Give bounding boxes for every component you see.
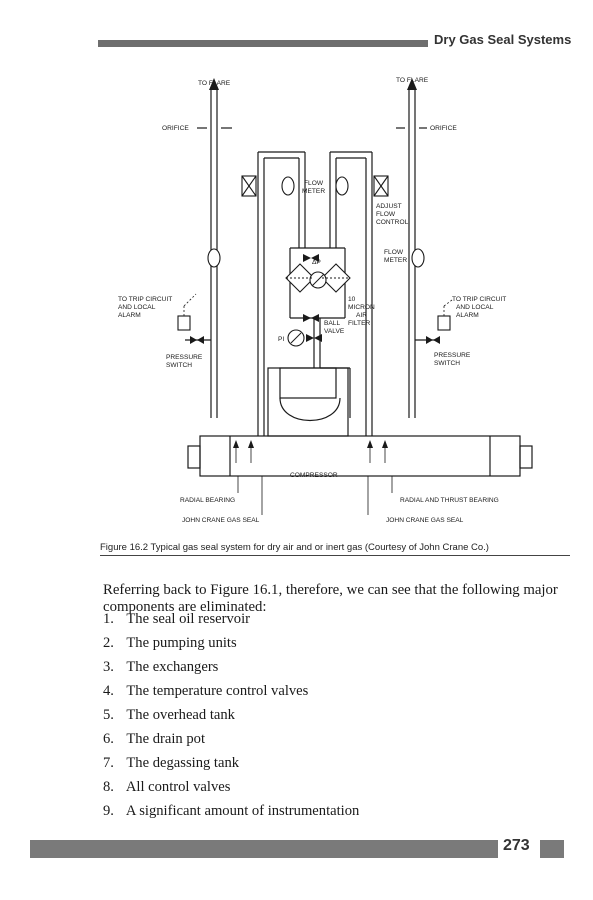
flow-meter-right-vent — [411, 248, 425, 268]
seal-right-label: JOHN CRANE GAS SEAL — [386, 517, 464, 524]
orifice-left-label: ORIFICE — [162, 125, 189, 132]
radial-thrust-bearing-label: RADIAL AND THRUST BEARING — [400, 497, 499, 504]
list-number: 6. — [103, 731, 114, 747]
list-item: 9. A significant amount of instrumentati… — [103, 799, 359, 823]
trip-left-label-3: ALARM — [118, 312, 141, 319]
flow-meter-right-label-2: METER — [384, 257, 407, 264]
orifice-right-label: ORIFICE — [430, 125, 457, 132]
list-number: 1. — [103, 611, 114, 627]
list-item: 1. The seal oil reservoir — [103, 607, 359, 631]
flow-meter-right-center — [335, 176, 349, 196]
compressor-label: COMPRESSOR — [290, 472, 338, 479]
running-header-title: Dry Gas Seal Systems — [434, 32, 572, 47]
flow-meter-right-label-1: FLOW — [384, 249, 404, 256]
list-text: The temperature control valves — [126, 683, 309, 699]
footer-end-block — [540, 840, 564, 858]
list-text: A significant amount of instrumentation — [125, 803, 360, 819]
adjust-flow-control-label-2: FLOW — [376, 211, 396, 218]
list-number: 8. — [103, 779, 114, 795]
trip-left-label-2: AND LOCAL — [118, 304, 156, 311]
list-item: 4. The temperature control valves — [103, 679, 359, 703]
list-number: 4. — [103, 683, 114, 699]
list-text: The pumping units — [126, 635, 237, 651]
trip-left-label-1: TO TRIP CIRCUIT — [118, 296, 172, 303]
list-item: 5. The overhead tank — [103, 703, 359, 727]
pressure-switch-left-label-1: PRESSURE — [166, 354, 203, 361]
to-flare-left-label: TO FLARE — [198, 80, 231, 87]
diagram-svg: TO FLARE TO FLARE ORIFICE ORIFICE FLOW M… — [118, 77, 533, 524]
delta-p-label: ΔP — [312, 259, 321, 266]
pressure-switch-right-label-1: PRESSURE — [434, 352, 471, 359]
list-number: 7. — [103, 755, 114, 771]
left-pressure-switch — [177, 315, 191, 331]
list-text: The drain pot — [126, 731, 206, 747]
micron-filter-label-1: 10 — [348, 296, 356, 303]
to-flare-right-label: TO FLARE — [396, 77, 429, 84]
adjust-flow-control-label-1: ADJUST — [376, 203, 402, 210]
intro-paragraph: Referring back to Figure 16.1, therefore… — [103, 581, 558, 615]
list-text: The overhead tank — [126, 707, 235, 723]
radial-bearing-label: RADIAL BEARING — [180, 497, 235, 504]
page-number: 273 — [503, 837, 530, 854]
flow-meter-left-vent — [207, 248, 221, 268]
micron-filter-label-2: MICRON — [348, 304, 375, 311]
header-rule — [98, 40, 428, 47]
trip-right-label-1: TO TRIP CIRCUIT — [452, 296, 506, 303]
flow-meter-left — [281, 176, 295, 196]
list-item: 6. The drain pot — [103, 727, 359, 751]
micron-filter-label-3: AIR — [356, 312, 367, 319]
footer-rule — [30, 840, 498, 858]
micron-filter-label-4: FILTER — [348, 320, 370, 327]
eliminated-components-list: 1. The seal oil reservoir 2. The pumping… — [103, 607, 359, 823]
flow-meter-center-label-2: METER — [302, 188, 325, 195]
list-text: All control valves — [125, 779, 231, 795]
ball-valve-label-2: VALVE — [324, 328, 345, 335]
list-item: 7. The degassing tank — [103, 751, 359, 775]
seal-left-label: JOHN CRANE GAS SEAL — [182, 517, 260, 524]
list-item: 8. All control valves — [103, 775, 359, 799]
adjust-flow-control-label-3: CONTROL — [376, 219, 409, 226]
list-text: The exchangers — [126, 659, 219, 675]
gas-seal-diagram: TO FLARE TO FLARE ORIFICE ORIFICE FLOW M… — [100, 68, 580, 538]
flow-meter-center-label-1: FLOW — [304, 180, 324, 187]
list-text: The degassing tank — [126, 755, 240, 771]
right-pressure-switch — [437, 315, 451, 331]
list-number: 9. — [103, 803, 114, 819]
list-item: 3. The exchangers — [103, 655, 359, 679]
list-text: The seal oil reservoir — [126, 611, 250, 627]
compressor-casing — [199, 435, 521, 477]
list-number: 5. — [103, 707, 114, 723]
list-item: 2. The pumping units — [103, 631, 359, 655]
trip-right-label-2: AND LOCAL — [456, 304, 494, 311]
list-number: 2. — [103, 635, 114, 651]
ball-valve-label-1: BALL — [324, 320, 340, 327]
list-number: 3. — [103, 659, 114, 675]
trip-right-label-3: ALARM — [456, 312, 479, 319]
pressure-switch-left-label-2: SWITCH — [166, 362, 192, 369]
figure-caption: Figure 16.2 Typical gas seal system for … — [100, 542, 570, 556]
pi-label: PI — [278, 336, 284, 343]
pressure-switch-right-label-2: SWITCH — [434, 360, 460, 367]
